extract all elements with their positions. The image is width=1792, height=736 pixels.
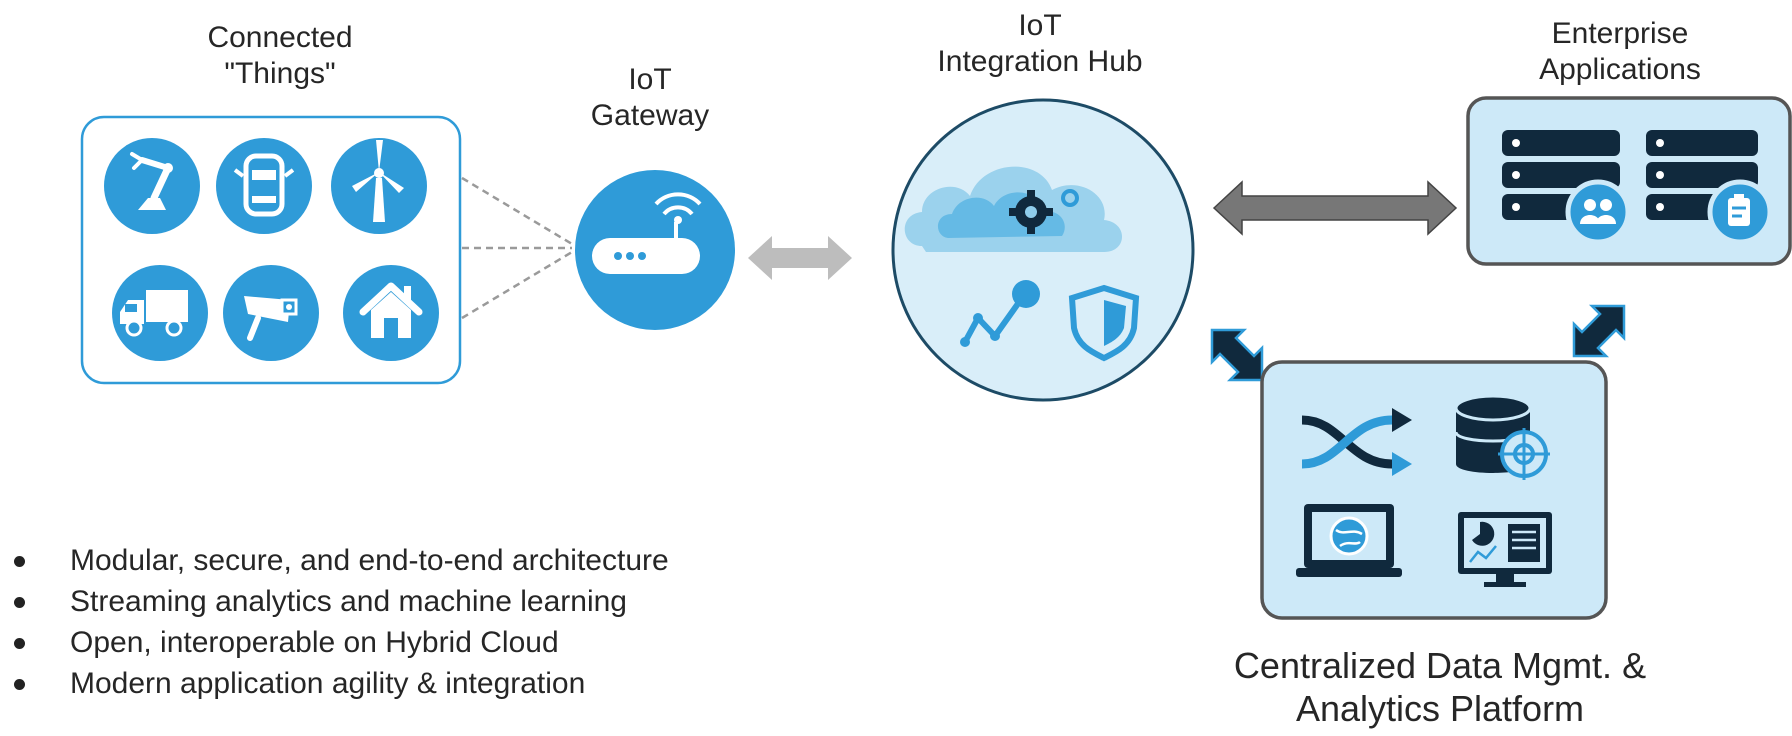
list-item: Open, interoperable on Hybrid Cloud [10, 622, 669, 663]
platform-label: Centralized Data Mgmt. & Analytics Platf… [1160, 644, 1720, 730]
hub-label-line2: Integration Hub [937, 45, 1143, 78]
platform-label-line1: Centralized Data Mgmt. & [1233, 645, 1647, 686]
hub-label: IoT Integration Hub [900, 8, 1180, 80]
database-target-icon [1454, 394, 1550, 480]
truck-icon [112, 265, 208, 361]
enterprise-label: Enterprise Applications [1500, 16, 1740, 88]
enterprise-label-line2: Applications [1539, 53, 1701, 86]
things-label-line2: "Things" [224, 57, 336, 90]
bullet-dot [14, 638, 25, 649]
list-item-text: Streaming analytics and machine learning [70, 585, 627, 618]
list-item-text: Open, interoperable on Hybrid Cloud [70, 626, 559, 659]
hub-label-line1: IoT [1018, 9, 1062, 42]
list-item-text: Modern application agility & integration [70, 667, 586, 700]
analytics-graph-icon [960, 280, 1040, 347]
shuffle-icon [1301, 408, 1412, 476]
hub-circle [891, 98, 1195, 402]
platform-label-line2: Analytics Platform [1295, 688, 1585, 729]
car-icon [216, 138, 312, 234]
feature-list: Modular, secure, and end-to-end architec… [10, 540, 669, 704]
enterprise-box [1466, 96, 1792, 266]
cloud-gears-icon [904, 166, 1122, 252]
hub-enterprise-arrow [1212, 180, 1458, 236]
list-item: Modern application agility & integration [10, 663, 669, 704]
things-label-line1: Connected [207, 21, 353, 54]
list-item: Streaming analytics and machine learning [10, 581, 669, 622]
router-icon [575, 170, 735, 330]
server-users-icon [1502, 130, 1631, 245]
things-gateway-connectors [461, 176, 573, 320]
security-camera-icon [223, 265, 319, 361]
things-label: Connected "Things" [170, 20, 390, 92]
bullet-dot [14, 556, 25, 567]
bullet-dot [14, 679, 25, 690]
bullet-dot [14, 597, 25, 608]
house-icon [343, 265, 439, 361]
gateway-label: IoT Gateway [560, 62, 740, 134]
enterprise-label-line1: Enterprise [1551, 17, 1689, 50]
things-box [80, 115, 462, 385]
enterprise-platform-arrow [1572, 304, 1626, 358]
wind-turbine-icon [331, 138, 427, 234]
monitor-dashboard-icon [1458, 512, 1552, 587]
list-item: Modular, secure, and end-to-end architec… [10, 540, 669, 581]
gateway-label-line2: Gateway [590, 99, 710, 132]
robot-arm-icon [104, 138, 200, 234]
hub-platform-arrow [1210, 328, 1264, 382]
shield-icon [1068, 284, 1140, 362]
list-item-text: Modular, secure, and end-to-end architec… [70, 544, 669, 577]
platform-box [1260, 360, 1608, 620]
gateway-label-line1: IoT [628, 63, 672, 96]
laptop-globe-icon [1296, 504, 1402, 577]
gateway-hub-arrow [748, 236, 852, 280]
server-clipboard-icon [1646, 130, 1773, 245]
